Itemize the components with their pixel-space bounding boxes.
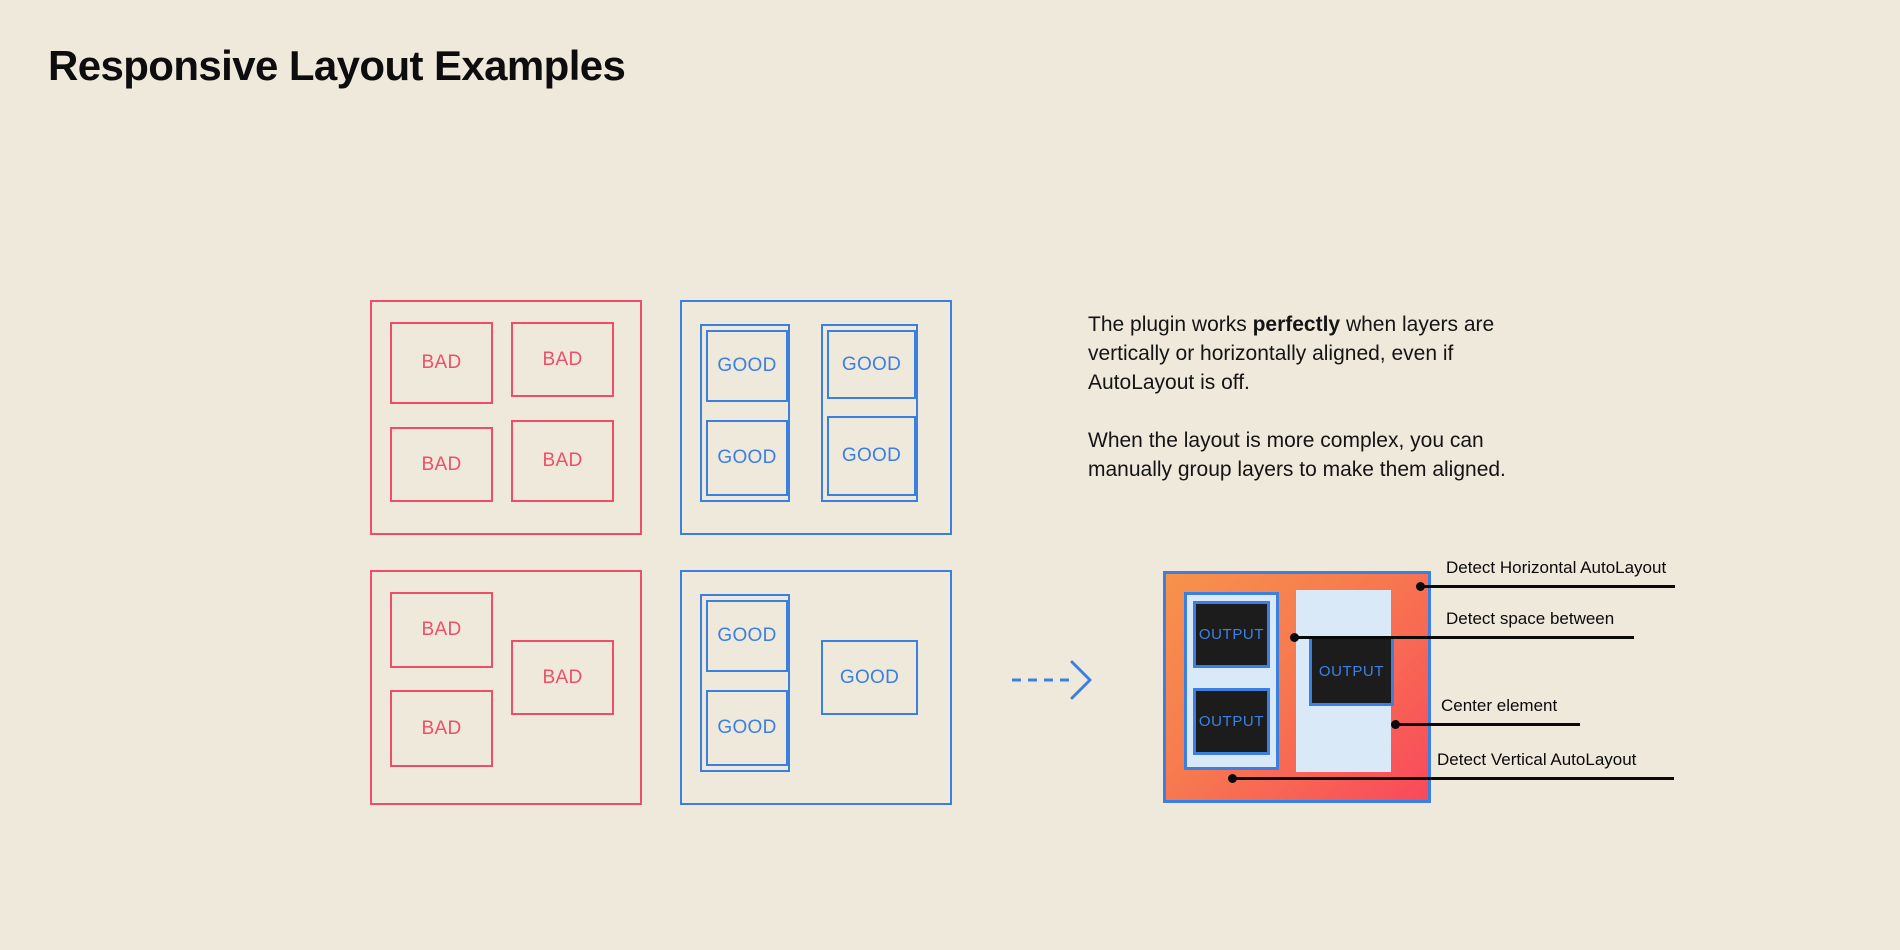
leader-line [1232,777,1674,780]
example-panel-bad-complex: BAD BAD BAD [370,570,642,805]
good-box: GOOD [706,690,788,766]
bad-box: BAD [390,592,493,668]
annotation-label: Detect space between [1446,609,1615,628]
output-box: OUTPUT [1309,636,1394,706]
layer-group: GOOD GOOD [700,594,790,772]
layer-group: GOOD GOOD [700,324,790,502]
page-title: Responsive Layout Examples [48,42,626,89]
paragraph-one: The plugin works perfectly when layers a… [1088,310,1558,397]
example-panel-bad-grid: BAD BAD BAD BAD [370,300,642,535]
paragraph-one-after: when layers are vertically or horizontal… [1088,313,1495,394]
example-panel-good-complex: GOOD GOOD GOOD [680,570,952,805]
paragraph-two: When the layout is more complex, you can… [1088,429,1506,481]
paragraph-one-before: The plugin works [1088,313,1253,336]
bad-box: BAD [390,690,493,767]
anchor-dot [1290,633,1299,642]
paragraph-one-emphasis: perfectly [1252,313,1341,336]
bad-box: BAD [390,427,493,502]
layer-group-left: OUTPUT OUTPUT [1184,592,1279,770]
bad-box: BAD [390,322,493,404]
anchor-dot [1416,582,1425,591]
good-box: GOOD [821,640,918,715]
good-box: GOOD [827,330,916,399]
good-box: GOOD [827,416,916,496]
output-box: OUTPUT [1193,601,1270,668]
leader-line [1294,636,1634,639]
output-box: OUTPUT [1193,688,1270,755]
good-box: GOOD [706,600,788,672]
annotation-label: Center element [1441,696,1558,715]
dashed-arrow-right-icon [1010,660,1110,700]
leader-line [1420,585,1675,588]
anchor-dot [1228,774,1237,783]
good-box: GOOD [706,420,788,496]
description-text: The plugin works perfectly when layers a… [1088,310,1558,484]
examples-grid: BAD BAD BAD BAD GOOD GOOD GOOD GOOD BAD … [370,300,960,805]
layer-group: GOOD GOOD [821,324,918,502]
bad-box: BAD [511,420,614,502]
bad-box: BAD [511,640,614,715]
good-box: GOOD [706,330,788,402]
bad-box: BAD [511,322,614,397]
leader-line [1395,723,1580,726]
example-panel-good-grid: GOOD GOOD GOOD GOOD [680,300,952,535]
annotation-label: Detect Vertical AutoLayout [1437,750,1637,769]
anchor-dot [1391,720,1400,729]
annotation-label: Detect Horizontal AutoLayout [1446,558,1667,577]
output-diagram-frame: OUTPUT OUTPUT OUTPUT [1163,571,1431,803]
